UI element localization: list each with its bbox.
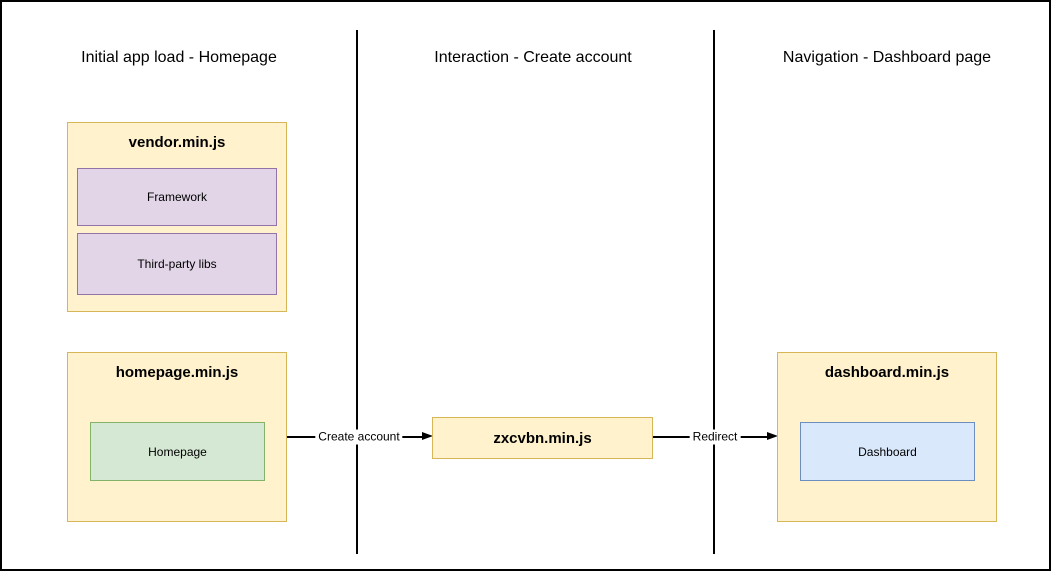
module-third-party-libs-label: Third-party libs xyxy=(137,257,217,271)
module-dashboard: Dashboard xyxy=(800,422,975,481)
column-divider-left xyxy=(356,30,358,554)
bundle-zxcvbn: zxcvbn.min.js xyxy=(432,417,653,459)
module-framework-label: Framework xyxy=(146,190,207,204)
module-dashboard-label: Dashboard xyxy=(858,444,917,459)
bundle-zxcvbn-title: zxcvbn.min.js xyxy=(493,429,592,447)
bundle-dashboard-title: dashboard.min.js xyxy=(824,364,950,381)
column-title-navigation: Navigation - Dashboard page xyxy=(782,49,992,66)
module-third-party-libs: Third-party libs xyxy=(77,233,277,295)
arrowhead-right-icon xyxy=(767,432,778,440)
module-homepage: Homepage xyxy=(90,422,265,481)
arrowhead-right-icon xyxy=(422,432,433,440)
module-framework: Framework xyxy=(77,168,277,226)
edge-label-redirect: Redirect xyxy=(689,429,741,445)
column-title-interaction: Interaction - Create account xyxy=(434,49,632,66)
edge-label-create-account: Create account xyxy=(315,429,403,445)
bundle-homepage-title: homepage.min.js xyxy=(115,364,239,381)
bundle-vendor-title: vendor.min.js xyxy=(128,134,226,151)
module-homepage-label: Homepage xyxy=(148,444,207,459)
column-divider-right xyxy=(713,30,715,554)
column-title-initial-app-load: Initial app load - Homepage xyxy=(81,49,277,66)
